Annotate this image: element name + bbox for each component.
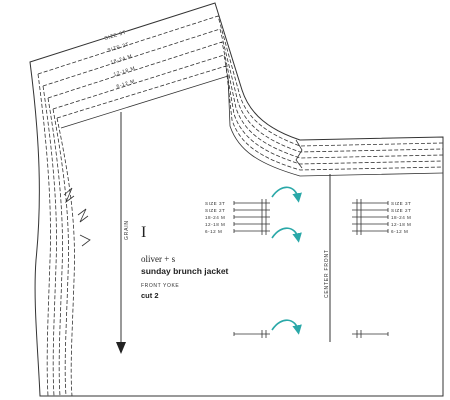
marker-size-label: 12-18 M [205, 222, 225, 227]
piece-number: I [141, 224, 146, 241]
marker-size-label: 6-12 M [205, 229, 222, 234]
placement-arrows [271, 186, 302, 335]
side-seam-lines [37, 73, 75, 397]
center-front: CENTER FRONT [324, 174, 331, 342]
pattern-name: sunday brunch jacket [141, 266, 229, 276]
marker-size-label: SIZE 2T [205, 208, 225, 213]
size-line-label: 12-18 M [113, 66, 136, 78]
size-line-label: 6-12 M [116, 79, 136, 90]
marker-size-label: SIZE 3T [391, 201, 411, 206]
piece-subtitle: FRONT YOKE [141, 283, 179, 289]
size-line-label: 18-24 M [110, 54, 133, 66]
button-markers-left: SIZE 3T SIZE 2T 18-24 M 12-18 M 6-12 M [205, 199, 270, 235]
brand-name: oliver + s [141, 254, 176, 264]
seam-line [60, 75, 444, 177]
button-markers-right: SIZE 3T SIZE 2T 18-24 M 12-18 M 6-12 M [352, 199, 411, 235]
size-line-label: SIZE 2T [107, 42, 130, 54]
curved-arrow-icon [271, 319, 302, 335]
bottom-markers [233, 330, 389, 338]
grain-label: GRAIN [124, 220, 130, 240]
marker-size-label: SIZE 3T [205, 201, 225, 206]
size-line-labels: SIZE 3T SIZE 2T 18-24 M 12-18 M 6-12 M [104, 30, 136, 90]
marker-size-label: 18-24 M [391, 215, 411, 220]
curved-arrow-icon [271, 227, 302, 243]
grainline: GRAIN [116, 112, 130, 354]
notches [63, 139, 303, 247]
size-nest-lines [37, 15, 444, 171]
marker-size-label: 6-12 M [391, 229, 408, 234]
size-line-label: SIZE 3T [104, 30, 127, 42]
outer-cut-line [29, 2, 444, 397]
marker-size-label: 18-24 M [205, 215, 225, 220]
curved-arrow-icon [271, 186, 302, 203]
cut-instruction: cut 2 [141, 291, 159, 300]
marker-size-label: 12-18 M [391, 222, 411, 227]
center-front-label: CENTER FRONT [324, 249, 330, 298]
piece-info: I oliver + s sunday brunch jacket FRONT … [141, 224, 229, 300]
marker-size-label: SIZE 2T [391, 208, 411, 213]
